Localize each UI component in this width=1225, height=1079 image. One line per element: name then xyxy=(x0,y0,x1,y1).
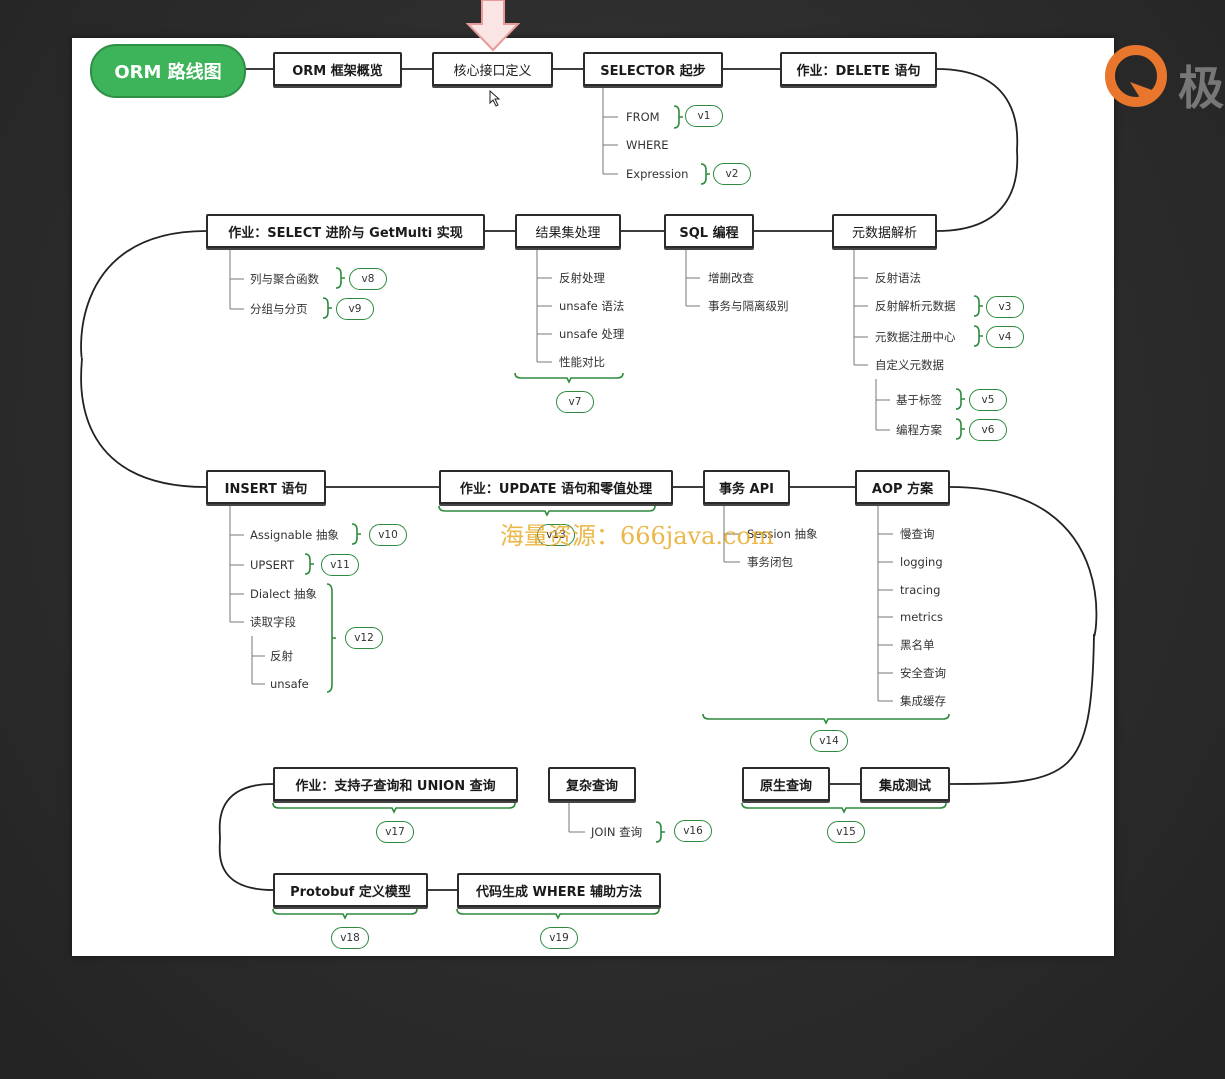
version-badge-v10: v10 xyxy=(369,524,407,546)
version-badge-v15: v15 xyxy=(827,821,865,843)
version-badge-v19: v19 xyxy=(540,927,578,949)
sub-reflect-syntax: 反射语法 xyxy=(875,271,921,285)
node-insert[interactable]: INSERT 语句 xyxy=(206,470,326,504)
sub-where: WHERE xyxy=(626,138,669,152)
version-badge-v4: v4 xyxy=(986,326,1024,348)
version-badge-v3: v3 xyxy=(986,296,1024,318)
sub-blacklist: 黑名单 xyxy=(900,638,935,652)
sub-perf-cmp: 性能对比 xyxy=(559,355,605,369)
sub-reflect-meta: 反射解析元数据 xyxy=(875,299,956,313)
sub-assignable: Assignable 抽象 xyxy=(250,528,339,542)
mouse-cursor-icon xyxy=(489,90,501,107)
version-badge-v6: v6 xyxy=(969,419,1007,441)
sub-reflect: 反射 xyxy=(270,649,293,663)
sub-tx-isolation: 事务与隔离级别 xyxy=(708,299,789,313)
pointer-arrow-icon xyxy=(466,0,521,52)
node-result-set[interactable]: 结果集处理 xyxy=(515,214,621,248)
version-badge-v12: v12 xyxy=(345,627,383,649)
brand-logo-icon xyxy=(1105,45,1167,107)
version-badge-v16: v16 xyxy=(674,820,712,842)
node-orm-overview[interactable]: ORM 框架概览 xyxy=(273,52,402,86)
version-badge-v13: v13 xyxy=(537,524,575,546)
version-badge-v8: v8 xyxy=(349,268,387,290)
node-hw-subquery[interactable]: 作业：支持子查询和 UNION 查询 xyxy=(273,767,518,801)
sub-join: JOIN 查询 xyxy=(591,825,643,839)
sub-group-page: 分组与分页 xyxy=(250,302,308,316)
sub-reflect-proc: 反射处理 xyxy=(559,271,605,285)
node-hw-select[interactable]: 作业：SELECT 进阶与 GetMulti 实现 xyxy=(206,214,485,248)
version-badge-v5: v5 xyxy=(969,389,1007,411)
node-complex-query[interactable]: 复杂查询 xyxy=(548,767,636,801)
node-hw-update[interactable]: 作业：UPDATE 语句和零值处理 xyxy=(439,470,673,504)
node-raw-query[interactable]: 原生查询 xyxy=(742,767,830,801)
sub-safe-query: 安全查询 xyxy=(900,666,946,680)
sub-unsafe-proc: unsafe 处理 xyxy=(559,327,625,341)
node-integration-test[interactable]: 集成测试 xyxy=(860,767,950,801)
sub-dialect: Dialect 抽象 xyxy=(250,587,317,601)
node-hw-delete[interactable]: 作业：DELETE 语句 xyxy=(780,52,937,86)
sub-crud: 增删改查 xyxy=(708,271,754,285)
sub-meta-registry: 元数据注册中心 xyxy=(875,330,956,344)
sub-prog-scheme: 编程方案 xyxy=(896,423,942,437)
version-badge-v17: v17 xyxy=(376,821,414,843)
sub-from: FROM xyxy=(626,110,660,124)
node-selector[interactable]: SELECTOR 起步 xyxy=(583,52,723,86)
version-badge-v18: v18 xyxy=(331,927,369,949)
sub-expression: Expression xyxy=(626,167,689,181)
diagram-canvas: ORM 路线图 ORM 框架概览 核心接口定义 SELECTOR 起步 作业：D… xyxy=(72,38,1114,956)
version-badge-v11: v11 xyxy=(321,554,359,576)
sub-metrics: metrics xyxy=(900,610,944,624)
version-badge-v7: v7 xyxy=(556,391,594,413)
sub-unsafe-syntax: unsafe 语法 xyxy=(559,299,625,313)
version-badge-v9: v9 xyxy=(336,298,374,320)
sub-slow-query: 慢查询 xyxy=(900,527,935,541)
node-metadata[interactable]: 元数据解析 xyxy=(832,214,937,248)
sub-unsafe: unsafe xyxy=(270,677,309,691)
sub-read-field: 读取字段 xyxy=(250,615,296,629)
sub-tag-based: 基于标签 xyxy=(896,393,942,407)
version-badge-v2: v2 xyxy=(713,163,751,185)
brand-logo-text: 极 xyxy=(1178,61,1224,115)
sub-tx-closure: 事务闭包 xyxy=(747,555,793,569)
node-tx-api[interactable]: 事务 API xyxy=(703,470,790,504)
version-badge-v1: v1 xyxy=(685,105,723,127)
sub-cols-agg: 列与聚合函数 xyxy=(250,272,319,286)
sub-logging: logging xyxy=(900,555,943,569)
root-node: ORM 路线图 xyxy=(90,44,246,98)
node-protobuf[interactable]: Protobuf 定义模型 xyxy=(273,873,428,907)
watermark-text: 海量资源：666java.com xyxy=(500,522,774,550)
sub-session: Session 抽象 xyxy=(747,527,818,541)
node-sql-programming[interactable]: SQL 编程 xyxy=(664,214,754,248)
node-core-interface[interactable]: 核心接口定义 xyxy=(432,52,553,86)
node-codegen[interactable]: 代码生成 WHERE 辅助方法 xyxy=(457,873,661,907)
sub-custom-meta: 自定义元数据 xyxy=(875,358,944,372)
sub-upsert: UPSERT xyxy=(250,558,295,572)
version-badge-v14: v14 xyxy=(810,730,848,752)
node-aop[interactable]: AOP 方案 xyxy=(855,470,950,504)
sub-cache: 集成缓存 xyxy=(900,694,946,708)
sub-tracing: tracing xyxy=(900,583,941,597)
